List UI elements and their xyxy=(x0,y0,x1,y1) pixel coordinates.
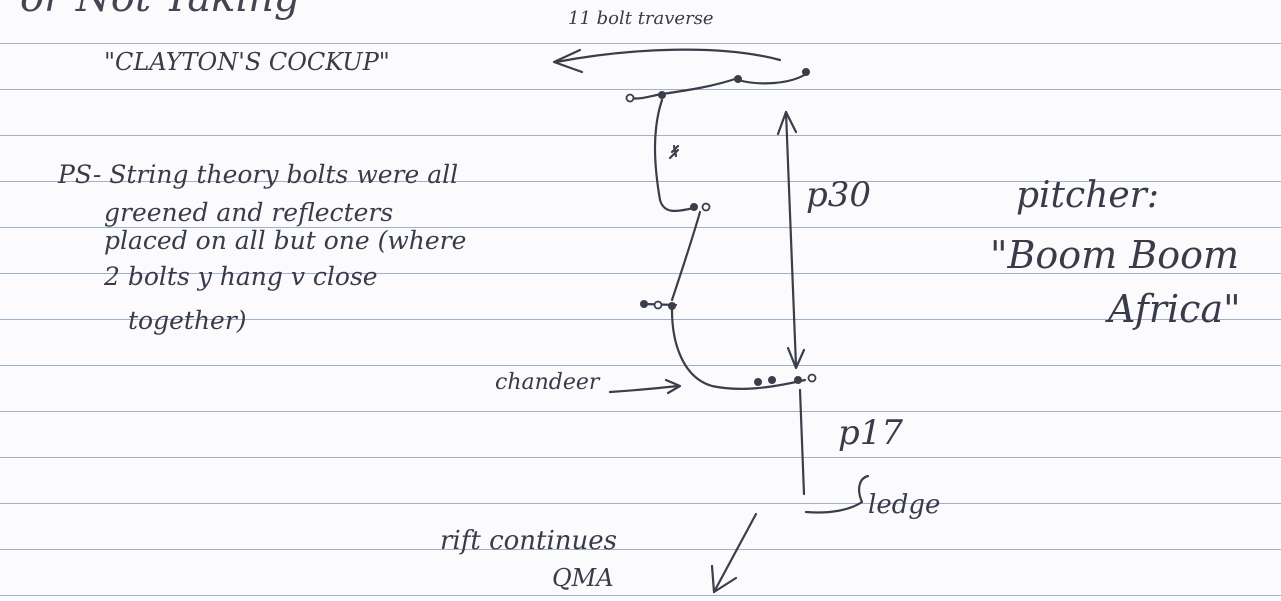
traverse-arrow xyxy=(554,48,782,64)
traverse-arrow-head xyxy=(552,48,584,74)
route-name: "CLAYTON'S COCKUP" xyxy=(104,48,390,76)
chandeer-label: chandeer xyxy=(495,370,600,395)
bolt-icon xyxy=(658,91,666,99)
bolt-icon xyxy=(668,302,676,310)
bolt-icon xyxy=(640,300,648,308)
bolt-icon xyxy=(807,373,817,383)
pitch-17-label: p17 xyxy=(838,413,904,453)
route-line-down xyxy=(798,388,806,496)
rift-arrow-head xyxy=(710,564,738,594)
ledge-line xyxy=(804,474,870,514)
rift-arrow-line xyxy=(712,512,758,594)
ps-note-line: PS- String theory bolts were all xyxy=(58,160,459,189)
rift-label-line1: rift continues xyxy=(440,526,618,556)
traverse-line xyxy=(628,76,740,100)
ledge-label: ledge xyxy=(868,490,941,520)
ps-note-line: 2 bolts y hang v close xyxy=(104,262,378,291)
pitch-30-arrow-top xyxy=(776,110,798,136)
bolt-icon xyxy=(701,202,711,212)
ps-note-line: placed on all but one (where xyxy=(104,226,467,255)
ps-note-line: together) xyxy=(128,306,247,335)
pitch-name-line: "Boom Boom xyxy=(990,233,1239,277)
route-line-middle xyxy=(670,210,702,302)
bolt-icon xyxy=(625,93,635,103)
pitch-30-span-line xyxy=(784,110,798,368)
chandeer-arrow-head xyxy=(664,378,682,395)
top-cut-text: or Not Taking xyxy=(20,0,300,18)
pitch-name-line: Africa" xyxy=(1108,287,1241,331)
bolt-icon xyxy=(653,300,663,310)
small-mark xyxy=(668,144,680,160)
rift-label-line2: QMA xyxy=(552,564,614,592)
bolt-icon xyxy=(754,378,762,386)
pitch-30-arrow-bottom xyxy=(786,346,806,370)
route-line-upper xyxy=(653,98,696,213)
bolt-icon xyxy=(794,376,802,384)
bolt-icon xyxy=(802,68,810,76)
pitch-30-label: p30 xyxy=(806,175,872,215)
ps-note-line: greened and reflecters xyxy=(104,198,394,227)
route-line-lower xyxy=(670,308,807,390)
pitch-name-label: pitcher: xyxy=(1016,175,1160,216)
bolt-icon xyxy=(768,376,776,384)
chandeer-arrow xyxy=(608,384,680,394)
bolt-icon xyxy=(690,203,698,211)
traverse-label: 11 bolt traverse xyxy=(568,8,714,29)
bolt-icon xyxy=(734,75,742,83)
traverse-line-right xyxy=(736,72,808,85)
